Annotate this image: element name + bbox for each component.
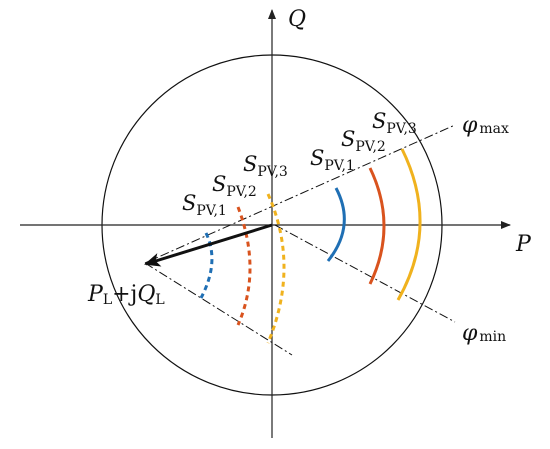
load-label: PL+jQL bbox=[87, 282, 165, 308]
dashed-arc-pv1 bbox=[199, 232, 214, 299]
dashed-label-pv2: SPV,2 bbox=[212, 172, 257, 200]
p-axis-label: P bbox=[515, 232, 532, 257]
phi-min-line bbox=[144, 262, 293, 356]
solid-label-pv2: SPV,2 bbox=[341, 127, 386, 155]
dashed-label-pv1: SPV,1 bbox=[182, 191, 227, 219]
phi-max-line bbox=[144, 124, 456, 264]
solid-arc-pv1 bbox=[326, 187, 346, 262]
solid-label-pv1: SPV,1 bbox=[310, 146, 355, 174]
dashed-arc-pv3 bbox=[266, 193, 286, 344]
solid-arc-pv2 bbox=[368, 167, 386, 285]
load-vector-arrow bbox=[144, 223, 273, 267]
phi-min-line-right bbox=[274, 224, 456, 323]
solid-label-pv3: SPV,3 bbox=[372, 109, 417, 137]
dashed-label-pv3: SPV,3 bbox=[243, 152, 288, 180]
solid-arc-pv3 bbox=[396, 148, 422, 301]
q-axis-label: Q bbox=[288, 7, 306, 32]
